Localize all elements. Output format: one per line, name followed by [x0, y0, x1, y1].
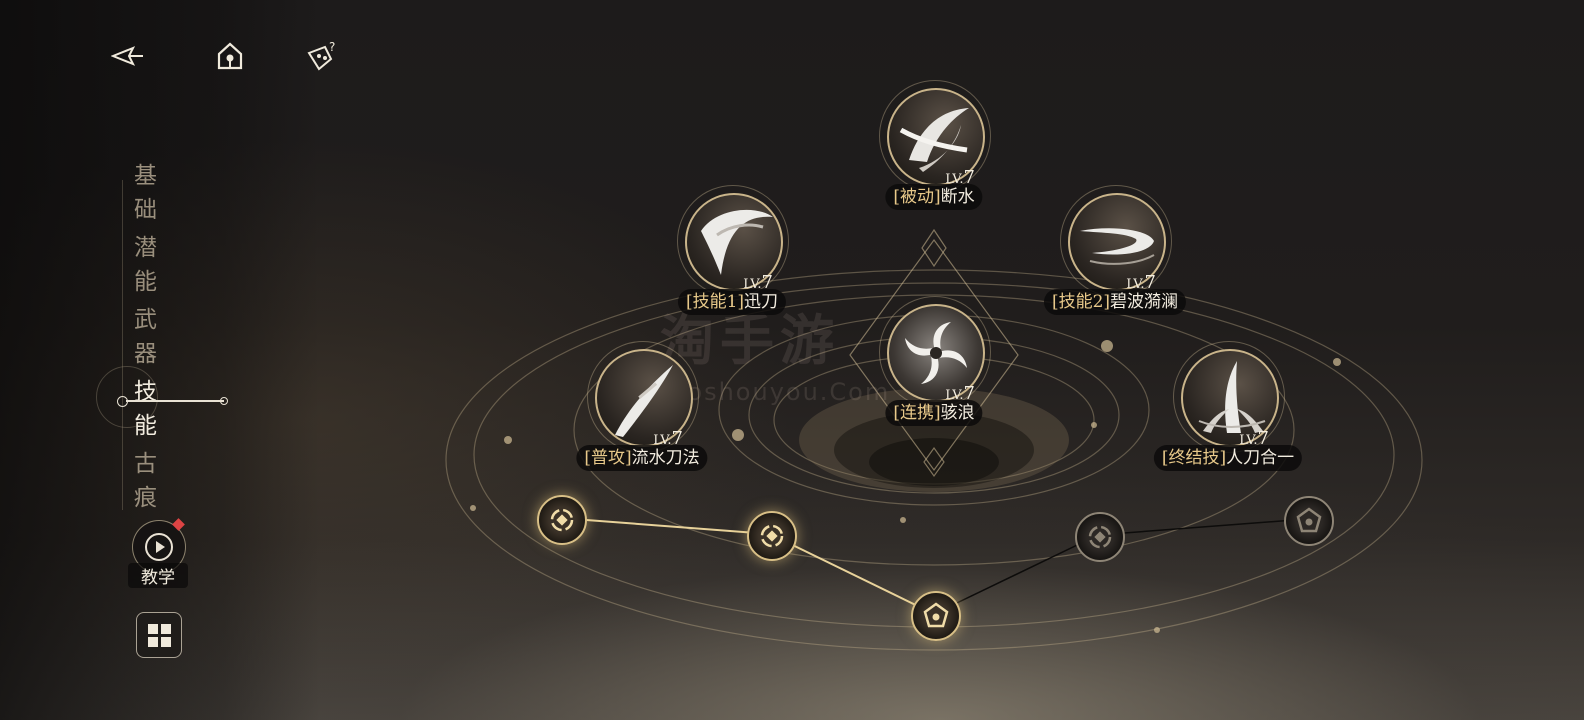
blade-burst-icon	[1198, 361, 1266, 433]
swirl-node-icon	[1088, 525, 1112, 549]
talent-node-3[interactable]	[911, 591, 961, 641]
talent-node-1[interactable]	[537, 495, 587, 545]
skill-ultimate-label: [终结技]人刀合一	[1153, 445, 1303, 471]
swirl-node-icon	[760, 524, 784, 548]
flower-node-icon	[923, 602, 949, 628]
nav-item-potential[interactable]: 潜能	[134, 235, 159, 295]
nav-item-weapon[interactable]: 武器	[134, 307, 159, 367]
vortex-icon	[905, 322, 967, 384]
svg-text:?: ?	[329, 40, 335, 54]
talent-node-4[interactable]	[1075, 512, 1125, 562]
nav-item-basic[interactable]: 基础	[134, 163, 159, 223]
back-arrow-icon	[111, 46, 143, 66]
skill-passive[interactable]: LV.7	[879, 80, 991, 192]
grid-icon	[147, 623, 171, 647]
back-button[interactable]	[108, 36, 148, 76]
menu-grid-button[interactable]	[136, 612, 182, 658]
play-icon	[145, 533, 173, 561]
nav-item-skill[interactable]: 技能	[134, 379, 159, 439]
skill-ultimate[interactable]: LV.7	[1173, 341, 1285, 453]
skill-2-label: [技能2]碧波漪澜	[1043, 289, 1187, 315]
crescent-slash-icon	[701, 209, 773, 275]
left-panel-shade	[0, 0, 320, 720]
help-button[interactable]: ?	[302, 36, 342, 76]
blade-icon	[615, 365, 673, 437]
home-button[interactable]	[210, 36, 250, 76]
nav-active-ring	[96, 366, 158, 428]
home-icon	[217, 42, 243, 70]
talent-node-2[interactable]	[747, 511, 797, 561]
nav-item-ancient-trace[interactable]: 古痕	[134, 451, 159, 511]
nav-active-dot	[117, 396, 128, 407]
talent-node-5[interactable]	[1284, 496, 1334, 546]
help-hint-icon: ?	[307, 40, 335, 71]
skill-normal-attack-label: [普攻]流水刀法	[576, 445, 708, 471]
nav-active-underline	[126, 400, 224, 402]
skill-1-label: [技能1]迅刀	[677, 289, 787, 315]
tutorial-label: 教学	[128, 563, 188, 588]
twin-blade-slash-icon	[899, 108, 969, 172]
nav-active-underline-end	[220, 397, 228, 405]
skill-1[interactable]: LV.7	[677, 185, 789, 297]
skill-2[interactable]: LV.7	[1060, 185, 1172, 297]
nav-track-line	[122, 180, 123, 510]
watermark-text: 淘手游	[660, 309, 840, 372]
skill-combo-label: [连携]骇浪	[885, 400, 983, 426]
skill-combo[interactable]: LV.7	[879, 296, 991, 408]
swirl-node-icon	[550, 508, 574, 532]
flower-node-icon	[1296, 507, 1322, 533]
skill-normal-attack[interactable]: LV.7	[587, 341, 699, 453]
skill-passive-label: [被动]断水	[885, 184, 983, 210]
wave-ripple-icon	[1080, 228, 1155, 265]
